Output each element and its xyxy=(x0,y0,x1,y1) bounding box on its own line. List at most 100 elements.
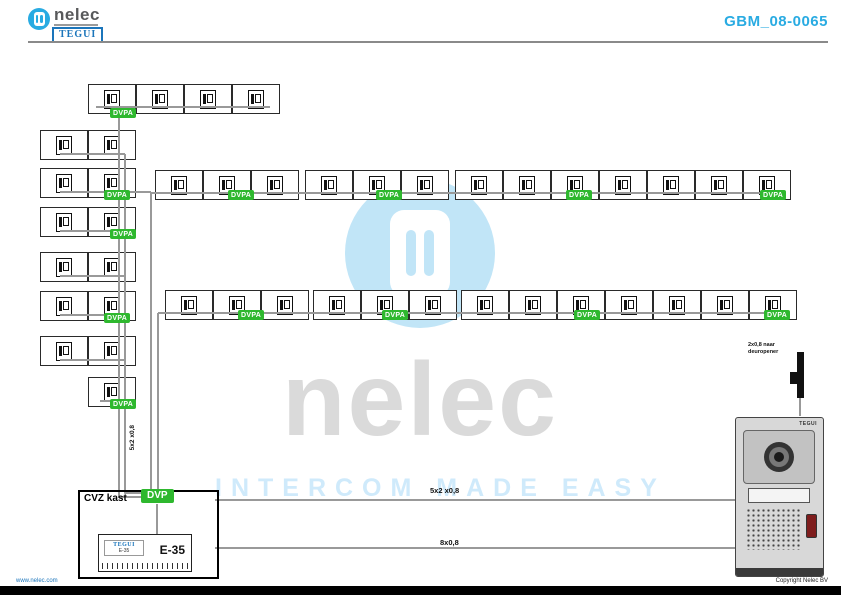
dvpa-badge: DVPA xyxy=(376,190,403,200)
call-button[interactable] xyxy=(806,514,817,538)
intercom-unit xyxy=(40,130,88,160)
intercom-unit xyxy=(401,170,449,200)
handset-icon xyxy=(181,295,197,315)
intercom-unit xyxy=(40,291,88,321)
dvpa-badge: DVPA xyxy=(110,399,137,409)
dvpa-badge: DVPA xyxy=(228,190,255,200)
camera-module xyxy=(743,430,815,484)
door-station: TEGUI xyxy=(735,417,824,577)
handset-icon xyxy=(200,89,216,109)
handset-icon xyxy=(663,175,679,195)
handset-icon xyxy=(717,295,733,315)
handset-icon xyxy=(321,175,337,195)
dvpa-badge: DVPA xyxy=(760,190,787,200)
bus-cable-label: 5x2 x0,8 xyxy=(430,486,460,495)
door-station-base xyxy=(736,568,823,576)
opener-label-line2: deuropener xyxy=(748,348,779,355)
handset-icon xyxy=(277,295,293,315)
intercom-unit xyxy=(261,290,309,320)
handset-icon xyxy=(519,175,535,195)
door-opener-cable-label: 2x0,8 naar deuropener xyxy=(748,342,796,355)
psu-model-small-text: E-35 xyxy=(118,548,130,554)
document-reference: GBM_08-0065 xyxy=(724,13,828,30)
handset-icon xyxy=(621,295,637,315)
dvpa-badge: DVPA xyxy=(238,310,265,320)
nameplate-window xyxy=(748,488,810,503)
intercom-unit xyxy=(165,290,213,320)
door-station-brand: TEGUI xyxy=(799,421,817,427)
camera-bezel xyxy=(769,447,789,467)
intercom-logo-icon xyxy=(390,210,450,296)
header-rule xyxy=(28,41,828,43)
handset-icon xyxy=(669,295,685,315)
copyright-text: Copyright Nelec BV xyxy=(775,578,828,584)
intercom-unit xyxy=(695,170,743,200)
handset-icon xyxy=(573,295,589,315)
handset-icon xyxy=(219,175,235,195)
handset-icon xyxy=(425,295,441,315)
camera-lens-icon xyxy=(774,452,784,462)
intercom-unit xyxy=(136,84,184,114)
cvz-cabinet-label: CVZ kast xyxy=(84,493,127,504)
intercom-unit xyxy=(455,170,503,200)
intercom-unit xyxy=(305,170,353,200)
intercom-unit xyxy=(599,170,647,200)
psu-brand-text: TEGUI xyxy=(113,542,135,548)
intercom-unit xyxy=(251,170,299,200)
brand-name: nelec xyxy=(54,5,100,24)
door-opener-tab-icon xyxy=(790,372,797,384)
handset-icon xyxy=(229,295,245,315)
intercom-unit xyxy=(155,170,203,200)
psu-model-text: E-35 xyxy=(159,543,185,557)
door-opener-icon xyxy=(797,352,804,398)
handset-icon xyxy=(615,175,631,195)
dvpa-badge: DVPA xyxy=(110,229,137,239)
handset-icon xyxy=(267,175,283,195)
psu-terminal-strip xyxy=(102,563,188,569)
website-link[interactable]: www.nelec.com xyxy=(16,578,58,584)
watermark-tagline: INTERCOM MADE EASY xyxy=(215,474,666,502)
intercom-unit xyxy=(647,170,695,200)
handset-icon xyxy=(329,295,345,315)
speaker-grille xyxy=(746,508,802,550)
intercom-unit xyxy=(313,290,361,320)
camera-ring xyxy=(764,442,794,472)
handset-icon xyxy=(567,175,583,195)
dvpa-badge: DVPA xyxy=(574,310,601,320)
audio-cable-label: 8x0,8 xyxy=(440,538,459,547)
intercom-unit xyxy=(509,290,557,320)
riser-cable-label: 5x2 x0,8 xyxy=(129,425,136,451)
opener-label-line1: 2x0,8 naar xyxy=(748,342,775,348)
dvp-badge: DVP xyxy=(141,489,174,503)
intercom-unit xyxy=(701,290,749,320)
watermark-brand: nelec xyxy=(282,342,558,458)
intercom-unit xyxy=(40,336,88,366)
intercom-unit xyxy=(184,84,232,114)
nelec-logo-icon xyxy=(28,8,50,30)
dvpa-badge: DVPA xyxy=(566,190,593,200)
intercom-unit xyxy=(653,290,701,320)
handset-icon xyxy=(104,212,120,232)
psu-logo: TEGUI E-35 xyxy=(104,540,144,556)
handset-icon xyxy=(477,295,493,315)
handset-icon xyxy=(56,341,72,361)
handset-icon xyxy=(152,89,168,109)
handset-icon xyxy=(369,175,385,195)
handset-icon xyxy=(248,89,264,109)
intercom-unit xyxy=(461,290,509,320)
handset-icon xyxy=(417,175,433,195)
dvpa-badge: DVPA xyxy=(110,108,137,118)
dvpa-badge: DVPA xyxy=(104,313,131,323)
handset-icon xyxy=(171,175,187,195)
handset-icon xyxy=(471,175,487,195)
intercom-unit xyxy=(40,207,88,237)
intercom-unit xyxy=(409,290,457,320)
dvpa-badge: DVPA xyxy=(104,190,131,200)
dvpa-badge: DVPA xyxy=(382,310,409,320)
handset-icon xyxy=(525,295,541,315)
power-supply-e35: TEGUI E-35 E-35 xyxy=(98,534,192,572)
intercom-glyph-icon xyxy=(33,12,45,26)
dvpa-badge: DVPA xyxy=(764,310,791,320)
handset-icon xyxy=(711,175,727,195)
